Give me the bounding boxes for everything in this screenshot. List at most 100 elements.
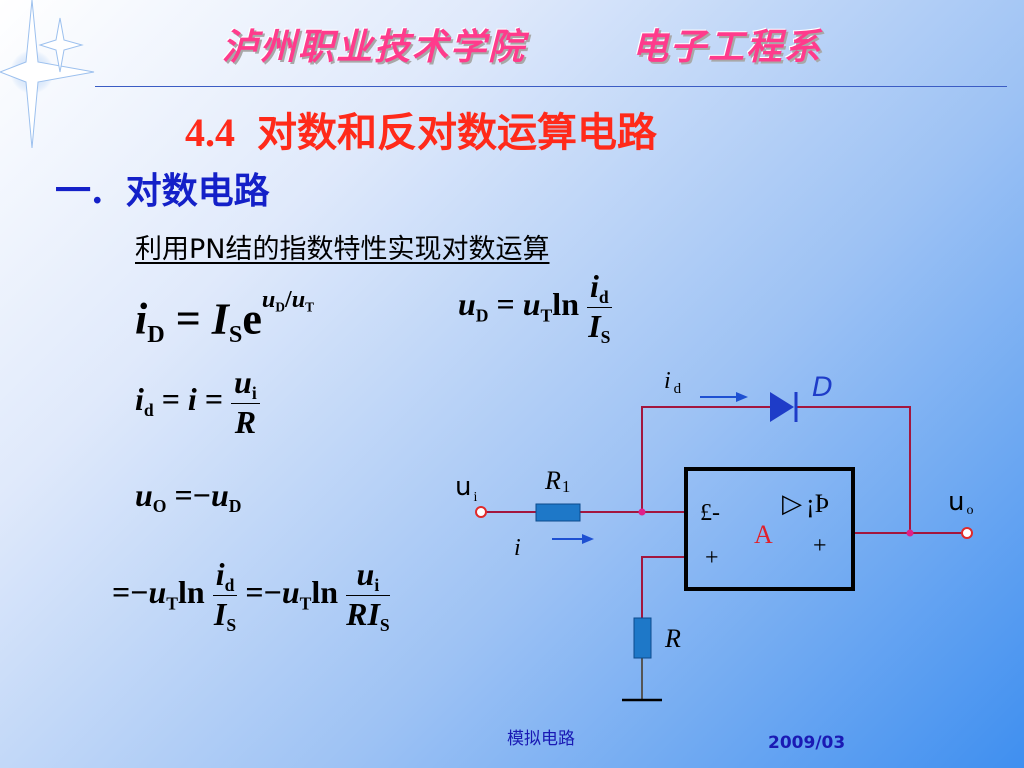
eq3-num-u: u — [234, 364, 252, 400]
eq5-sub-t2: T — [299, 593, 312, 614]
eq3-equals-1: = — [161, 380, 180, 417]
section-separator: . — [91, 170, 104, 212]
equation-output-voltage: uO =−uD — [135, 477, 241, 517]
eq1-i: i — [135, 294, 148, 344]
eq5-denominator-2: RIS — [346, 596, 390, 635]
footer-course: 模拟电路 — [507, 729, 575, 749]
subtitle-text: 利用PN结的指数特性实现对数运算 — [135, 234, 550, 265]
eq5-denominator-1: IS — [213, 596, 238, 635]
eq3-sub-d: d — [143, 400, 154, 421]
resistor-r1 — [535, 503, 581, 522]
eq1-exp-u2: u — [291, 286, 306, 313]
eq2-denominator: IS — [587, 308, 612, 347]
arrow-i-head — [582, 534, 594, 544]
eq3-i2: i — [187, 380, 197, 417]
opamp-triangle-glyph: ▷ — [782, 489, 802, 518]
eq5-den2-s: S — [379, 615, 390, 636]
eq4-u: u — [135, 477, 153, 513]
eq2-den-s: S — [600, 327, 611, 348]
eq3-numerator: ui — [231, 364, 260, 405]
header-rule — [95, 86, 1007, 87]
eq1-equals: = — [175, 294, 201, 344]
eq5-u2: u — [281, 574, 300, 611]
eq5-minus-2: − — [263, 574, 282, 611]
eq1-sub-s: S — [228, 321, 243, 349]
eq4-sub-o: O — [152, 496, 167, 517]
input-terminal — [475, 506, 487, 518]
eq5-num2-i: i — [374, 575, 380, 596]
eq5-equals-1: = — [112, 574, 131, 611]
section-heading: 一. 对数电路 — [55, 162, 270, 214]
label-r1: R1 — [544, 466, 570, 496]
equation-diode-current: i D = ISeuD/uT — [135, 286, 314, 349]
eq5-equals-2: = — [245, 574, 264, 611]
eq5-num2-u: u — [356, 556, 375, 592]
wire-feedback-left — [641, 406, 770, 512]
eq2-sub-t: T — [540, 305, 553, 326]
section-title: 对数电路 — [125, 170, 270, 212]
eq3-equals-2: = — [204, 380, 224, 417]
eq2-numerator: id — [586, 268, 612, 309]
label-r: R — [664, 624, 681, 653]
eq2-sub-d: D — [475, 305, 489, 326]
opamp-box — [684, 467, 855, 591]
eq2-num-d: d — [598, 287, 609, 308]
eq1-I: I — [211, 294, 229, 344]
label-diode: D — [812, 372, 833, 403]
eq1-exp-d: D — [275, 299, 285, 315]
eq3-denominator: R — [231, 404, 260, 441]
eq5-u1: u — [148, 574, 167, 611]
eq5-den2-RI: RI — [346, 596, 380, 633]
node-output — [906, 529, 914, 537]
opamp-plus-left: + — [705, 545, 719, 571]
eq4-sub-d: D — [228, 496, 242, 517]
eq5-den1-s: S — [226, 615, 237, 636]
section-marker: 一 — [55, 170, 92, 212]
opamp-symbol-glyph: ¡Þ — [806, 489, 829, 518]
sparkle-decoration — [0, 0, 95, 149]
eq2-u2: u — [522, 286, 541, 323]
opamp-label: A — [754, 520, 773, 549]
slide-title: 4.4 对数和反对数运算电路 — [185, 100, 657, 158]
eq2-equals: = — [496, 286, 515, 323]
eq5-sub-t1: T — [166, 593, 179, 614]
eq3-i: i — [135, 380, 144, 417]
eq1-exp-u1: u — [261, 286, 276, 313]
eq5-numerator-2: ui — [346, 556, 390, 597]
opamp-plus-right: + — [813, 533, 827, 559]
eq4-u2: u — [210, 477, 229, 513]
eq5-num1-d: d — [224, 575, 235, 596]
arrow-id-head — [736, 392, 748, 402]
output-terminal — [961, 527, 973, 539]
department-name: 电子工程系 — [632, 26, 823, 68]
diode-triangle — [770, 392, 794, 422]
eq3-num-i: i — [251, 383, 257, 404]
title-number: 4.4 — [185, 110, 235, 155]
footer-date: 2009/03 — [768, 733, 846, 753]
equation-input-current: id = i = ui R — [135, 364, 260, 441]
wire-feedback-right — [795, 406, 911, 533]
eq4-equals: = — [174, 477, 193, 513]
eq2-u: u — [458, 286, 476, 323]
eq2-den-I: I — [588, 308, 601, 345]
eq3-fraction: ui R — [231, 364, 260, 441]
eq5-numerator-1: id — [212, 556, 238, 597]
opamp-minus-glyph: £- — [700, 500, 720, 526]
school-name: 泸州职业技术学院 — [222, 26, 527, 68]
eq2-ln: ln — [552, 286, 579, 323]
eq5-num1-i: i — [215, 556, 225, 592]
node-inverting — [638, 508, 646, 516]
wire-noninverting — [641, 556, 686, 618]
eq5-ln-1: ln — [178, 574, 205, 611]
eq2-fraction: id IS — [586, 268, 612, 348]
title-text: 对数和反对数运算电路 — [257, 109, 657, 156]
equation-diode-voltage: uD = uTln id IS — [458, 268, 612, 348]
label-i: i — [514, 535, 521, 561]
eq1-e: e — [242, 294, 262, 344]
eq5-fraction-2: ui RIS — [346, 556, 390, 636]
eq3-den-R: R — [234, 404, 257, 441]
eq1-exponent: uD/uT — [261, 286, 314, 315]
